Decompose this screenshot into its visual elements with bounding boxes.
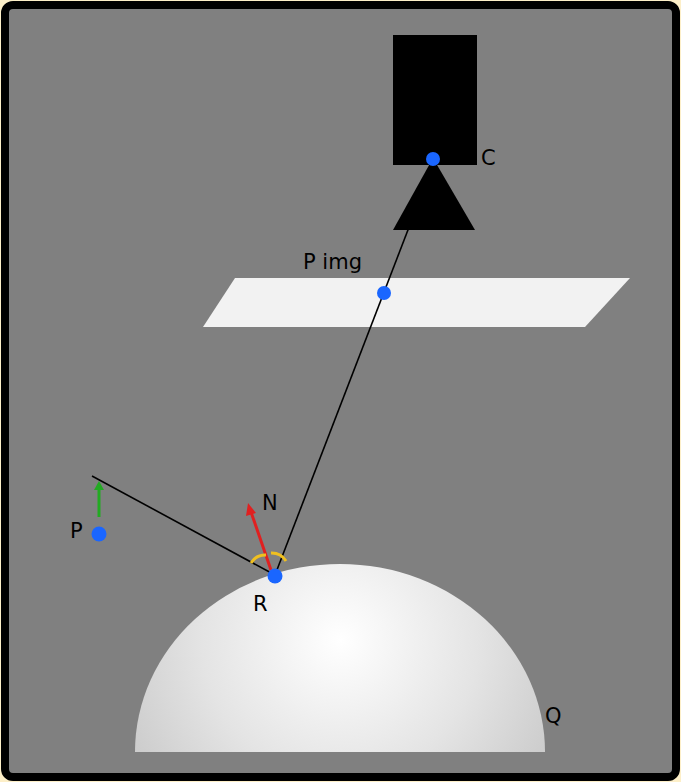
frame <box>5 5 676 777</box>
camera-body <box>393 35 477 165</box>
reflection-point <box>268 569 283 584</box>
angle-arc <box>271 553 286 561</box>
point-label: C <box>481 148 496 169</box>
normal-arrowhead <box>246 503 256 516</box>
light-point <box>92 527 107 542</box>
camera-lens <box>393 158 475 230</box>
vector-label: N <box>262 493 278 514</box>
point-label: P <box>70 521 83 542</box>
hemisphere <box>135 564 545 752</box>
view-ray <box>275 165 433 575</box>
object-label: Q <box>545 706 562 727</box>
camera-point <box>426 152 440 166</box>
point-label: P img <box>303 252 362 273</box>
normal-arrow <box>251 512 271 570</box>
image-point <box>377 286 391 300</box>
reflected-ray <box>92 476 275 575</box>
point-label: R <box>253 594 268 615</box>
offset-arrowhead <box>94 481 104 490</box>
angle-arc <box>251 555 266 563</box>
offset-arrow <box>98 486 101 517</box>
image-plane <box>203 278 630 327</box>
